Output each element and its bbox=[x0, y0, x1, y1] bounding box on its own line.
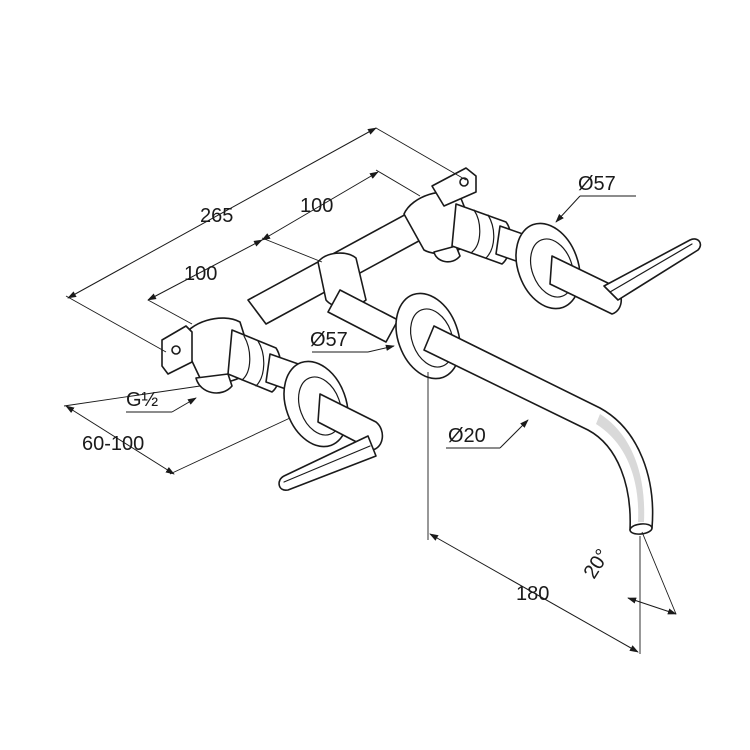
left-inlet-thread bbox=[195, 373, 233, 394]
label-spout-projection: 180 bbox=[516, 583, 549, 605]
label-100-left: 100 bbox=[184, 263, 217, 285]
label-thread: G½ bbox=[126, 389, 159, 411]
label-spout-diameter: Ø20 bbox=[448, 425, 486, 447]
dim-line-100-left bbox=[147, 239, 263, 301]
left-bracket-hole bbox=[171, 345, 181, 355]
label-265: 265 bbox=[200, 205, 233, 227]
left-lever bbox=[278, 435, 377, 491]
left-handle-assembly bbox=[278, 360, 384, 491]
dim-line-60-100 bbox=[65, 405, 175, 475]
spout-assembly bbox=[395, 292, 654, 535]
dim-line-100-right bbox=[261, 171, 379, 241]
dimension-labels: 265 100 100 Ø57 Ø57 G½ 60-100 Ø20 180 20… bbox=[82, 173, 616, 605]
label-100-right: 100 bbox=[300, 195, 333, 217]
spout-outlet bbox=[629, 523, 653, 535]
dimension-lines bbox=[63, 127, 677, 654]
right-rosette bbox=[515, 222, 581, 310]
label-spout-angle: 20° bbox=[580, 545, 615, 582]
dim-line-180 bbox=[429, 533, 639, 653]
right-lever bbox=[603, 238, 702, 301]
right-handle-assembly bbox=[515, 222, 702, 315]
right-valve-outlet bbox=[433, 245, 461, 263]
dim-line-265 bbox=[67, 127, 377, 299]
label-rosette-right: Ø57 bbox=[578, 173, 616, 195]
spout-supply-pipe bbox=[327, 289, 399, 343]
label-wall-depth: 60-100 bbox=[82, 433, 144, 455]
dim-arc-20-degrees bbox=[627, 597, 677, 615]
label-rosette-spout: Ø57 bbox=[310, 329, 348, 351]
